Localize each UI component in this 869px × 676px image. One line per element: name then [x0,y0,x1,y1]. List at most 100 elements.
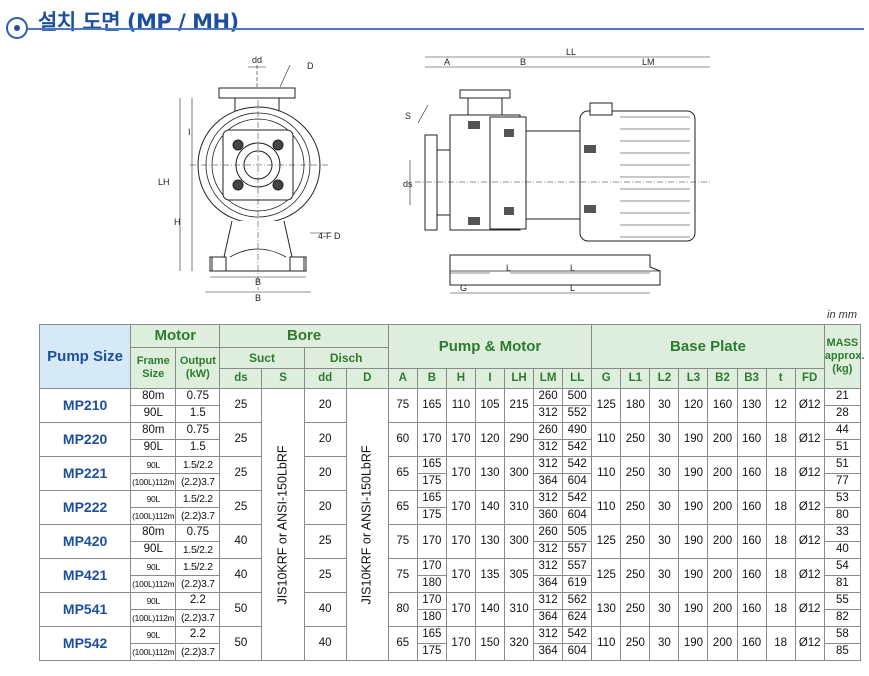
dim-a: A [444,57,450,67]
frame-size-cell: (100L)112m [130,507,177,525]
l2-cell: 30 [649,388,680,423]
g-cell: 125 [591,388,622,423]
b-cell: 170 [416,558,447,576]
lm-cell: 312 [533,490,564,508]
ds-cell: 25 [219,490,263,525]
a-cell: 65 [387,626,418,661]
l3-cell: 120 [678,388,709,423]
b2-cell: 200 [707,558,738,593]
lm-cell: 312 [533,558,564,576]
l2-cell: 30 [649,456,680,491]
col-l3: L3 [678,368,709,389]
l1-cell: 250 [620,490,651,525]
b-cell: 180 [416,575,447,593]
dim-b-outer: B [255,293,261,303]
page-title: 설치 도면 (MP / MH) [38,10,239,34]
group-motor: Motor [130,324,221,348]
frame-size-cell: 80m [130,524,177,542]
output-cell: 0.75 [175,422,221,440]
dim-i: I [188,127,191,137]
g-cell: 130 [591,592,622,627]
col-h: H [445,368,476,389]
l2-cell: 30 [649,626,680,661]
output-cell: 1.5/2.2 [175,490,221,508]
a-cell: 65 [387,456,418,491]
dd-cell: 40 [303,592,347,627]
frame-size-cell: 90L [130,558,177,576]
a-cell: 60 [387,422,418,457]
i-cell: 135 [474,558,506,593]
i-cell: 130 [474,524,506,559]
l3-cell: 190 [678,456,709,491]
mass-cell: 85 [823,643,862,661]
lm-cell: 364 [533,473,564,491]
output-cell: 2.2 [175,592,221,610]
l3-cell: 190 [678,558,709,593]
ll-cell: 619 [562,575,593,593]
t-cell: 18 [765,490,796,525]
col-ll: LL [562,368,593,389]
t-cell: 12 [765,388,796,423]
col-mass: MASS approx. (kg) [823,324,864,389]
mass-cell: 58 [823,626,862,644]
l3-cell: 190 [678,626,709,661]
i-cell: 105 [474,388,506,423]
frame-size-cell: (100L)112m [130,609,177,627]
b-cell: 170 [416,524,447,559]
lm-cell: 260 [533,388,564,406]
i-cell: 120 [474,422,506,457]
ds-cell: 50 [219,626,263,661]
l1-cell: 180 [620,388,651,423]
mass-cell: 77 [823,473,862,491]
b-cell: 175 [416,643,447,661]
pump-model-cell: MP210 [38,388,132,423]
i-cell: 150 [474,626,506,661]
ds-cell: 25 [219,388,263,423]
header-rule [28,28,864,30]
lm-cell: 364 [533,643,564,661]
lm-cell: 260 [533,422,564,440]
output-cell: 1.5 [175,405,221,423]
b3-cell: 160 [736,626,767,661]
lm-cell: 312 [533,626,564,644]
b3-cell: 160 [736,422,767,457]
pump-model-cell: MP542 [38,626,132,661]
pump-model-cell: MP221 [38,456,132,491]
flange-standard-label: JIS10KRF or ANSI-150LbRF [275,444,290,605]
lm-cell: 260 [533,524,564,542]
output-cell: 1.5/2.2 [175,456,221,474]
t-cell: 18 [765,558,796,593]
group-pump-motor: Pump & Motor [387,324,593,369]
l1-cell: 250 [620,626,651,661]
frame-size-cell: 90L [130,439,177,457]
t-cell: 18 [765,456,796,491]
i-cell: 130 [474,456,506,491]
flange-standard-label: JIS10KRF or ANSI-150LbRF [359,444,374,605]
dim-lm: LM [642,57,655,67]
b3-cell: 160 [736,456,767,491]
section-header: 설치 도면 (MP / MH) [0,0,869,50]
dim-lh: LH [158,177,170,187]
b3-cell: 160 [736,558,767,593]
output-cell: 1.5/2.2 [175,558,221,576]
lm-cell: 312 [533,592,564,610]
mass-cell: 81 [823,575,862,593]
output-cell: 0.75 [175,388,221,406]
group-bore: Bore [219,324,389,348]
fd-cell: Ø12 [794,558,825,593]
frame-size-cell: 90L [130,541,177,559]
b3-cell: 130 [736,388,767,423]
h-cell: 170 [445,490,476,525]
lh-cell: 290 [504,422,535,457]
dd-cell: 20 [303,388,347,423]
dim-l-left: L [506,263,511,273]
col-dd: dd [303,368,347,389]
frame-size-cell: 90L [130,456,177,474]
mass-cell: 53 [823,490,862,508]
fd-cell: Ø12 [794,524,825,559]
